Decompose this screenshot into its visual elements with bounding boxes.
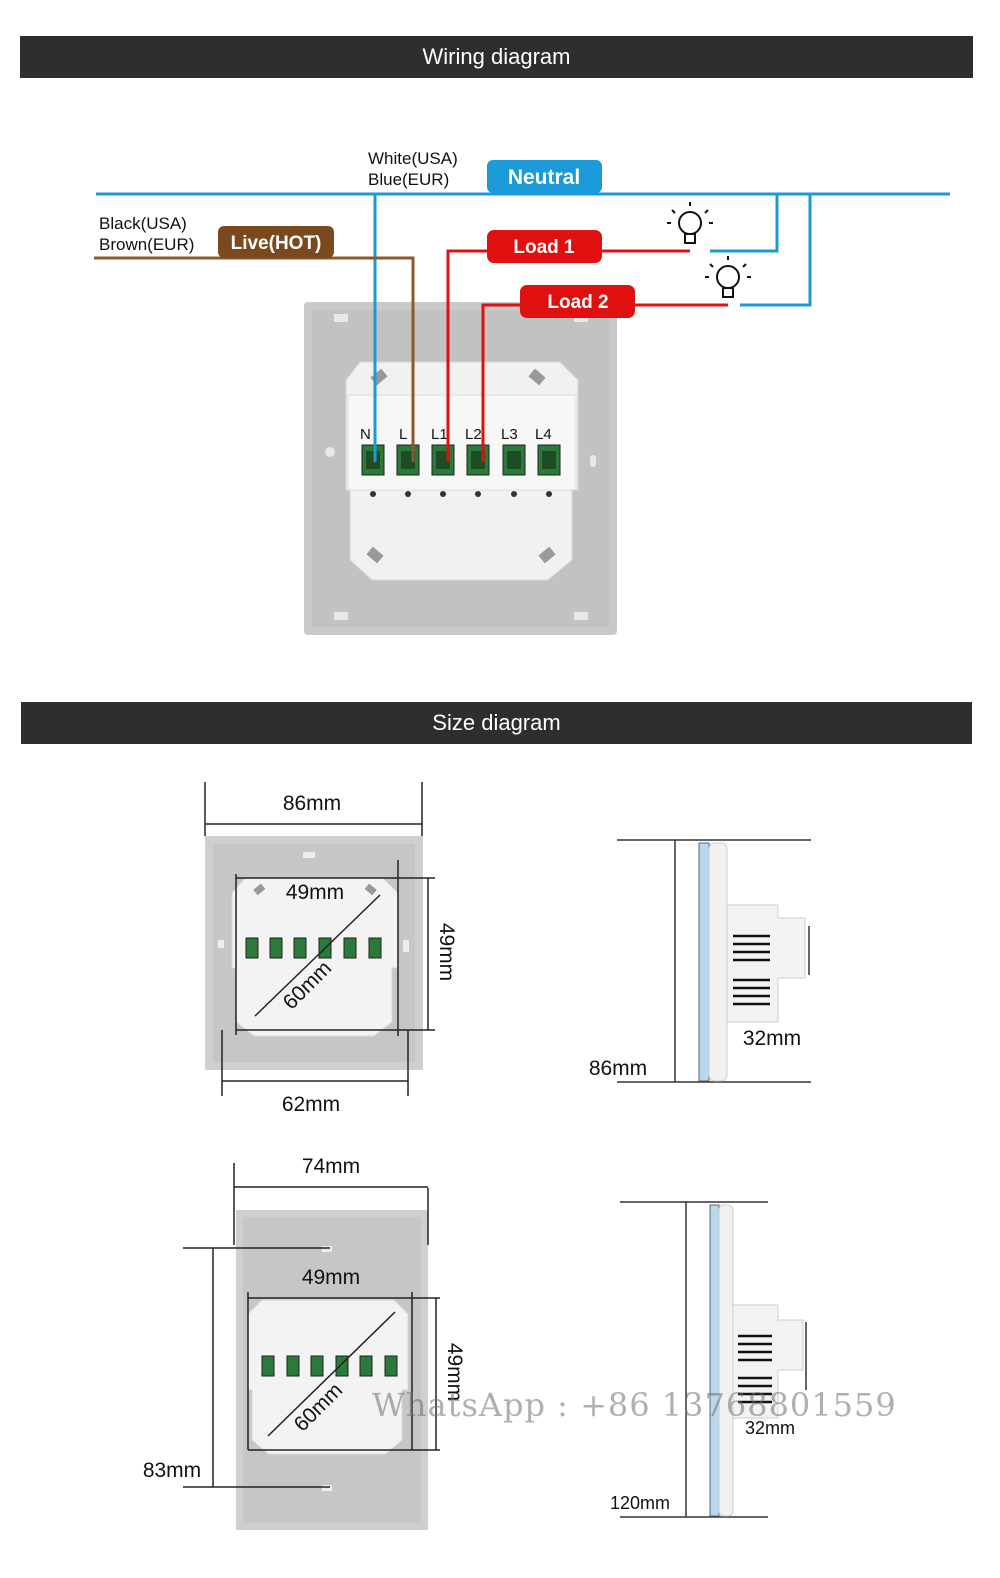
neutral-lamp1-wire [710,194,779,253]
us-side-depth-label: 32mm [745,1418,795,1438]
us-front-dimension-lines [183,1163,440,1488]
neutral-usa-label: White(USA) [368,149,458,168]
size-diagram-header: Size diagram [21,702,972,744]
eu-width-label: 86mm [283,792,341,815]
terminal-l2-label: L2 [465,426,482,443]
neutral-tag [487,160,602,193]
neutral-lamp2-wire [740,194,812,307]
eu-inner-width-label: 49mm [286,881,344,904]
terminal-l3-label: L3 [501,426,518,443]
live-usa-label: Black(USA) [99,214,187,233]
neutral-eur-label: Blue(EUR) [368,170,449,189]
load1-tag [487,230,602,263]
terminal-l-label: L [399,426,407,443]
load2-wire [481,303,728,462]
eu-front-plate [205,836,423,1070]
us-side-height-label: 120mm [610,1493,670,1513]
wires [94,192,950,462]
neutral-tag-label: Neutral [508,166,580,189]
light-bulb-icon [705,256,751,298]
load2-tag-label: Load 2 [547,292,608,313]
light-bulb-icon [667,202,713,244]
eu-side-view [617,839,811,1083]
eu-side-depth-label: 32mm [743,1027,801,1050]
terminal-n-label: N [360,426,371,443]
live-eur-label: Brown(EUR) [99,235,194,254]
load1-wire [446,249,690,462]
us-width-label: 74mm [302,1155,360,1178]
load1-tag-label: Load 1 [513,237,575,258]
terminal-l4-label: L4 [535,426,552,443]
switch-back-plate [304,302,617,635]
eu-bottom-width-label: 62mm [282,1093,340,1116]
wiring-diagram-header: Wiring diagram [20,36,973,78]
terminal-l1-label: L1 [431,426,448,443]
eu-inner-height-label: 49mm [435,923,458,981]
eu-side-height-label: 86mm [589,1057,647,1080]
eu-front-dimension-lines [204,782,435,1096]
load2-tag [520,285,635,318]
us-inner-height-label: 49mm [443,1343,466,1401]
us-front-plate [236,1210,428,1530]
live-wire [94,256,415,462]
watermark: WhatsApp : +86 13768801559 [372,1386,897,1424]
us-left-height-label: 83mm [143,1459,201,1482]
us-side-view [620,1201,807,1518]
us-inner-width-label: 49mm [302,1266,360,1289]
live-tag-label: Live(HOT) [231,233,322,254]
live-tag [218,226,334,258]
